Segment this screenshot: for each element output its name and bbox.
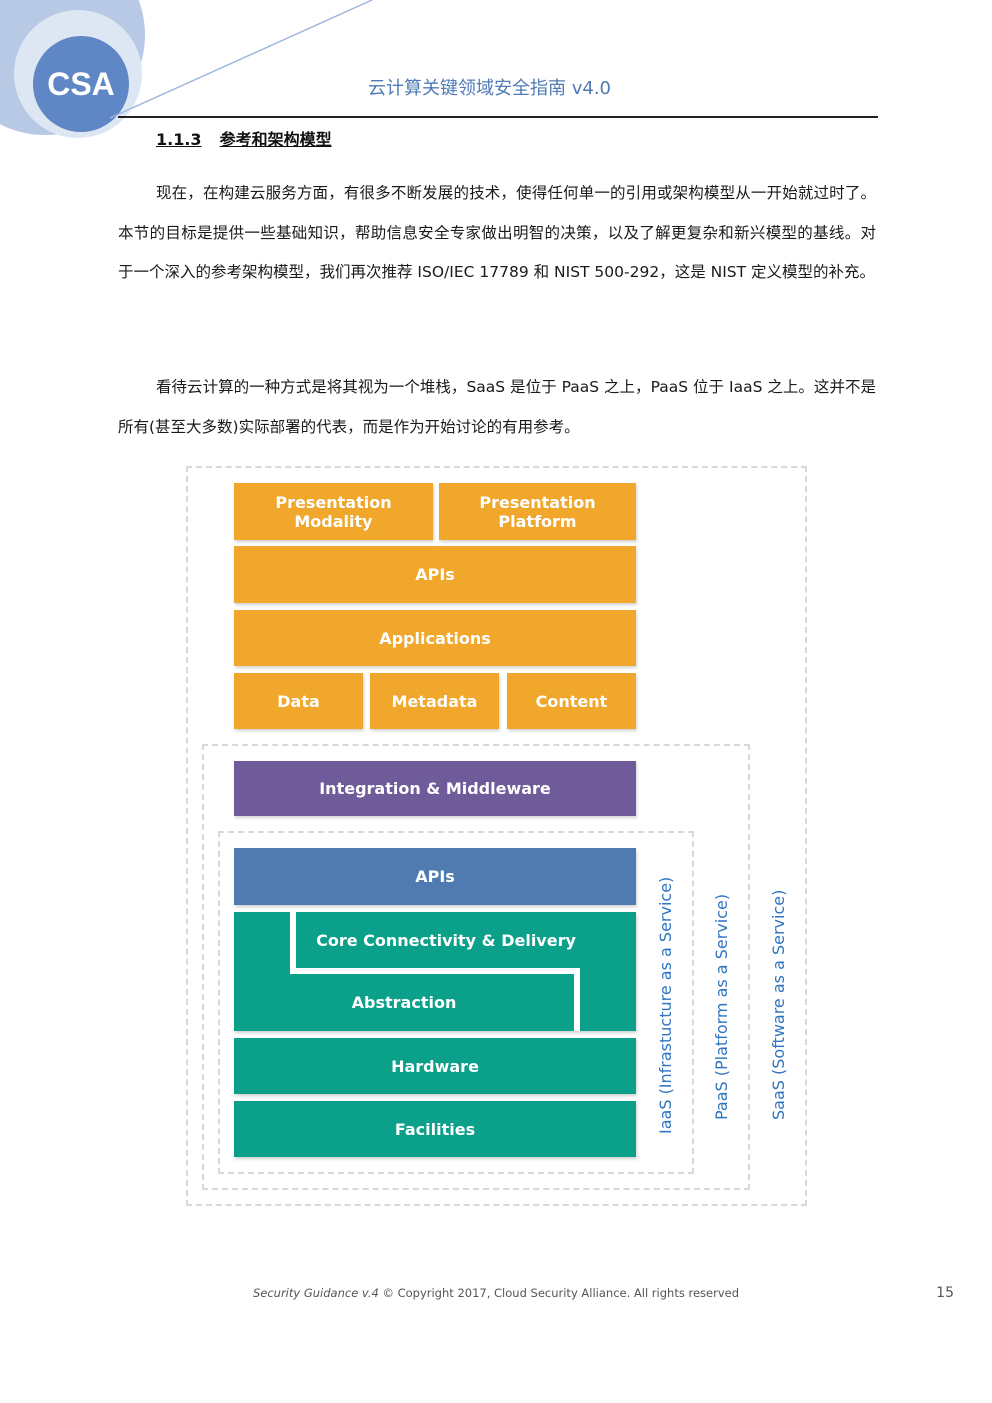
presentation-modality-block: Presentation Modality <box>234 483 433 540</box>
abstraction-label: Abstraction <box>351 993 457 1012</box>
separator <box>574 968 580 1031</box>
metadata-block: Metadata <box>370 673 499 729</box>
paas-label: PaaS (Platform as a Service) <box>712 893 731 1120</box>
saas-apis-block: APIs <box>234 546 636 603</box>
logo-graphic <box>0 0 373 138</box>
document-title: 云计算关键领域安全指南 v4.0 <box>368 78 611 99</box>
csa-logo: CSA <box>0 0 380 150</box>
core-connectivity-label: Core Connectivity & Delivery <box>316 930 576 950</box>
paas-boundary <box>202 744 750 1190</box>
presentation-platform-block: Presentation Platform <box>439 483 636 540</box>
section-title: 参考和架构模型 <box>219 130 332 149</box>
content-block: Content <box>507 673 636 729</box>
integration-middleware-block: Integration & Middleware <box>234 761 636 816</box>
separator <box>290 912 296 974</box>
applications-block: Applications <box>234 610 636 666</box>
iaas-apis-block: APIs <box>234 848 636 905</box>
paragraph-2: 看待云计算的一种方式是将其视为一个堆栈，SaaS 是位于 PaaS 之上，Paa… <box>118 378 876 436</box>
footer: Security Guidance v.4 © Copyright 2017, … <box>0 1286 992 1300</box>
data-block: Data <box>234 673 363 729</box>
logo-text: CSA <box>47 66 115 102</box>
hardware-block: Hardware <box>234 1038 636 1094</box>
section-heading: 1.1.3 参考和架构模型 <box>156 126 332 150</box>
saas-label: SaaS (Software as a Service) <box>769 889 788 1120</box>
separator <box>290 968 580 974</box>
paragraph-1: 现在，在构建云服务方面，有很多不断发展的技术，使得任何单一的引用或架构模型从一开… <box>118 184 876 281</box>
footer-guide-name: Security Guidance v.4 <box>252 1286 379 1300</box>
facilities-block: Facilities <box>234 1101 636 1157</box>
section-number: 1.1.3 <box>156 130 202 149</box>
footer-copyright: © Copyright 2017, Cloud Security Allianc… <box>382 1286 740 1300</box>
saas-boundary <box>186 466 807 1206</box>
page-number: 15 <box>936 1285 954 1301</box>
header-divider <box>118 116 878 118</box>
iaas-boundary <box>218 831 694 1174</box>
iaas-label: IaaS (Infrastucture as a Service) <box>656 876 675 1134</box>
